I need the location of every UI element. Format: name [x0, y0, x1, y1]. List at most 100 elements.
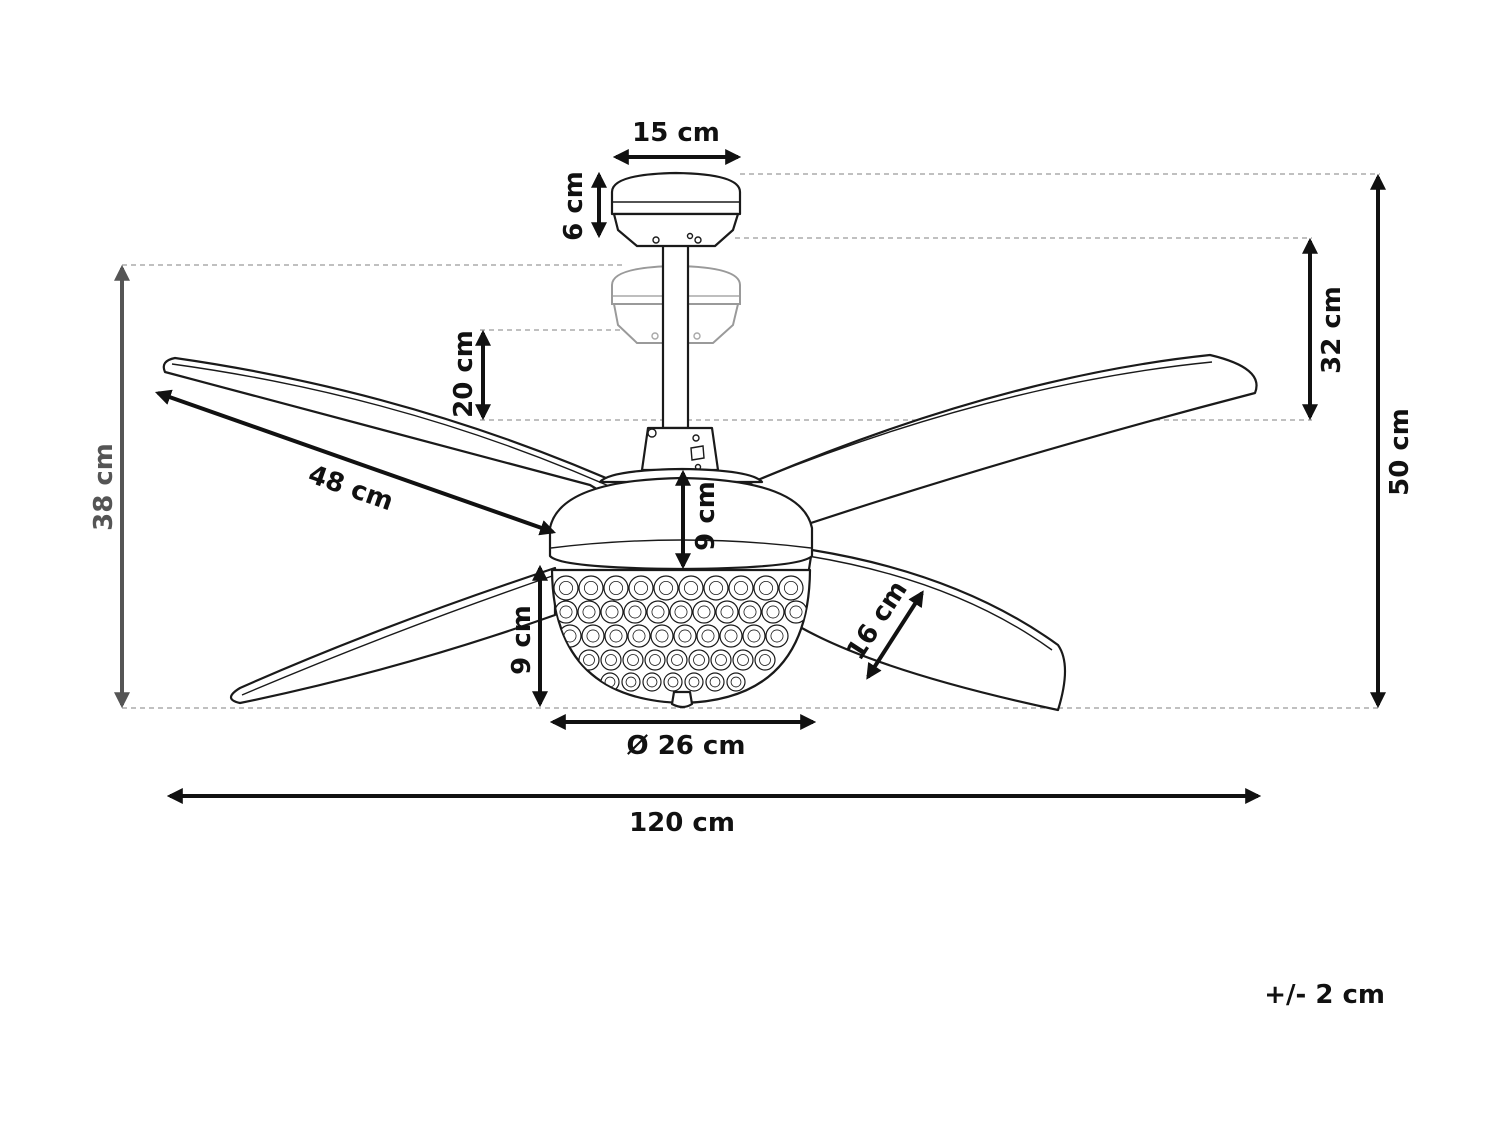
crystal	[778, 575, 804, 601]
crystal	[653, 575, 679, 601]
crystal-facet	[693, 654, 705, 666]
crystal-facet	[628, 605, 642, 619]
crystal-facet	[634, 581, 649, 596]
label-overall-height: 50 cm	[1385, 408, 1415, 496]
crystal-facet	[730, 676, 742, 688]
crystal	[761, 600, 785, 624]
crystal	[600, 649, 622, 671]
crystal	[558, 624, 582, 648]
downrod	[661, 236, 690, 430]
crystal	[678, 575, 704, 601]
crystal-facet	[609, 581, 624, 596]
crystal	[753, 575, 779, 601]
crystal-facet	[659, 581, 674, 596]
label-short-height: 38 cm	[89, 443, 119, 531]
crystal-facet	[789, 605, 803, 619]
crystal-facet	[715, 654, 727, 666]
crystal	[627, 624, 651, 648]
crystal-facet	[582, 605, 596, 619]
crystal	[578, 649, 600, 671]
crystal-facet	[671, 654, 683, 666]
crystal	[600, 600, 624, 624]
crystal	[628, 575, 654, 601]
crystal	[754, 649, 776, 671]
crystal-facet	[720, 605, 734, 619]
crystal-facet	[759, 654, 771, 666]
crystal	[622, 649, 644, 671]
label-downrod-length: 32 cm	[1317, 286, 1347, 374]
crystal	[688, 649, 710, 671]
light-bowl	[550, 568, 812, 709]
crystal	[578, 575, 604, 601]
crystal-facet	[632, 629, 646, 643]
crystal	[742, 624, 766, 648]
crystal	[650, 624, 674, 648]
crystal	[738, 600, 762, 624]
crystal	[663, 672, 683, 692]
crystal	[692, 600, 716, 624]
crystal-facet	[559, 581, 574, 596]
crystal	[728, 575, 754, 601]
crystal	[604, 624, 628, 648]
dimension-arrows	[114, 149, 1386, 804]
label-motor-height: 9 cm	[691, 481, 721, 551]
crystal-facet	[651, 605, 665, 619]
label-blade-length: 48 cm	[304, 460, 397, 517]
label-canopy-height: 6 cm	[559, 171, 589, 241]
crystal	[715, 600, 739, 624]
label-light-height: 9 cm	[507, 605, 537, 675]
crystal-facet	[724, 629, 738, 643]
crystal-facet	[770, 629, 784, 643]
crystal	[666, 649, 688, 671]
fan-blades	[162, 353, 1258, 712]
crystal-facet	[743, 605, 757, 619]
crystal	[600, 672, 620, 692]
tolerance-note: +/- 2 cm	[1264, 980, 1385, 1010]
crystal	[623, 600, 647, 624]
crystal-facet	[697, 605, 711, 619]
crystal	[719, 624, 743, 648]
crystal-facet	[784, 581, 799, 596]
crystal	[765, 624, 789, 648]
canopy	[610, 171, 742, 248]
guide-lines	[122, 173, 1380, 709]
crystal-facet	[737, 654, 749, 666]
crystal-facet	[667, 676, 679, 688]
label-span: 120 cm	[629, 808, 735, 838]
crystal	[644, 649, 666, 671]
crystal-facet	[586, 629, 600, 643]
crystal-facet	[759, 581, 774, 596]
crystal	[703, 575, 729, 601]
crystal-facet	[605, 605, 619, 619]
blade-bottom-left	[229, 566, 557, 705]
crystal-facet	[688, 676, 700, 688]
crystal-facet	[701, 629, 715, 643]
crystal-facet	[605, 654, 617, 666]
crystal-facet	[625, 676, 637, 688]
crystal	[669, 600, 693, 624]
crystal	[710, 649, 732, 671]
crystal	[621, 672, 641, 692]
crystal-facet	[674, 605, 688, 619]
crystal-facet	[734, 581, 749, 596]
crystal	[684, 672, 704, 692]
dim-blade-length	[154, 389, 557, 536]
crystal	[581, 624, 605, 648]
crystal-facet	[747, 629, 761, 643]
crystal	[705, 672, 725, 692]
label-downrod-adjust: 20 cm	[449, 330, 479, 418]
crystal	[603, 575, 629, 601]
crystal	[553, 575, 579, 601]
crystal-facet	[678, 629, 692, 643]
crystal-facet	[584, 581, 599, 596]
crystal	[577, 600, 601, 624]
crystal-facet	[655, 629, 669, 643]
crystal-facet	[609, 629, 623, 643]
crystal-facet	[559, 605, 573, 619]
label-canopy-width: 15 cm	[632, 118, 720, 148]
crystal-facet	[646, 676, 658, 688]
blade-top-right	[728, 353, 1258, 542]
crystal-facet	[583, 654, 595, 666]
crystal	[696, 624, 720, 648]
